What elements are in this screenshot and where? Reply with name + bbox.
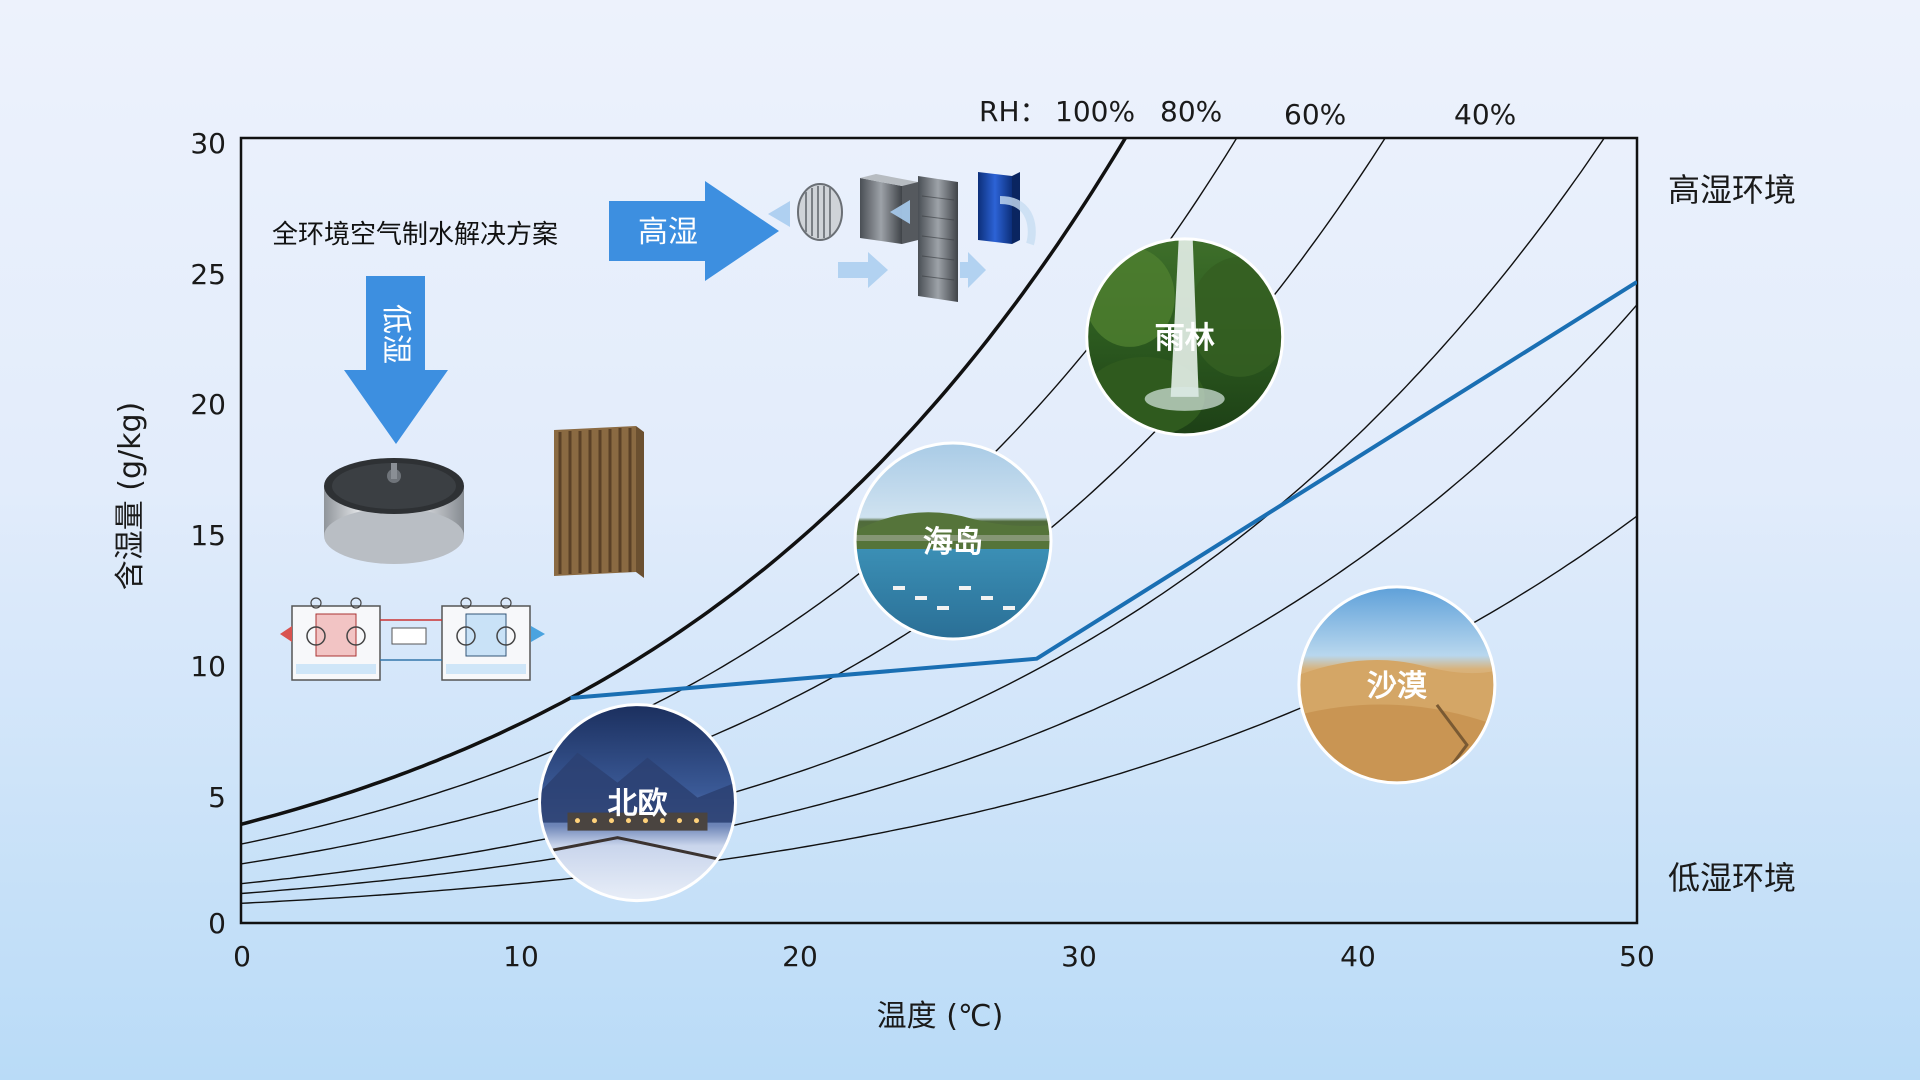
low-humidity-arrow: 低湿 [344, 276, 448, 444]
y-tick-label: 0 [208, 907, 226, 940]
high-humidity-arrow: 高湿 [609, 181, 779, 281]
y-tick-label: 10 [190, 650, 226, 683]
y-tick-label: 20 [190, 388, 226, 421]
adsorption-device-illustration [280, 426, 644, 681]
x-tick-label: 20 [782, 940, 818, 973]
env-label-rainforest: 雨林 [1155, 321, 1215, 356]
rh-label-100: 100% [1055, 95, 1135, 128]
y-tick-label: 25 [190, 258, 226, 291]
env-label-desert: 沙漠 [1367, 669, 1428, 704]
rh-label-40: 40% [1454, 98, 1516, 131]
rh-curve-40 [241, 138, 1606, 885]
env-circle-rainforest: 雨林 [1085, 237, 1285, 437]
low-humidity-label: 低湿环境 [1668, 859, 1796, 897]
high-humidity-label: 高湿环境 [1668, 171, 1796, 209]
env-label-island: 海岛 [923, 525, 983, 560]
y-tick-label: 30 [190, 127, 226, 160]
solution-title: 全环境空气制水解决方案 [272, 220, 558, 250]
rh-label-60: 60% [1284, 98, 1346, 131]
y-axis-title: 含湿量 (g/kg) [113, 402, 148, 591]
y-tick-label: 5 [208, 781, 226, 814]
rh-curve-100 [241, 138, 1128, 826]
x-tick-label: 0 [233, 940, 251, 973]
x-tick-label: 40 [1340, 940, 1376, 973]
high-humidity-arrow-label: 高湿 [638, 215, 698, 250]
x-tick-label: 50 [1619, 940, 1655, 973]
low-humidity-arrow-label: 低湿 [378, 304, 413, 364]
humidity-boundary-line [570, 280, 1637, 700]
rh-labels: RH： 100% 80% 60% 40% [979, 95, 1516, 131]
env-label-nordic: 北欧 [608, 787, 668, 822]
env-circle-nordic: 北欧 [538, 703, 737, 903]
plot-area [239, 136, 1639, 925]
y-axis: 0 5 10 15 20 25 30 含湿量 (g/kg) [113, 127, 226, 940]
y-tick-label: 15 [190, 519, 226, 552]
rh-curve-30 [241, 304, 1637, 895]
env-circle-desert: 沙漠 [1297, 585, 1497, 785]
condensation-device-illustration [768, 172, 1036, 302]
env-circle-island: 海岛 [853, 441, 1053, 641]
x-axis: 0 10 20 30 40 50 温度 (℃) [233, 940, 1655, 1034]
x-tick-label: 30 [1061, 940, 1097, 973]
rh-prefix-label: RH： [979, 95, 1048, 128]
x-tick-label: 10 [503, 940, 539, 973]
rh-label-80: 80% [1160, 95, 1222, 128]
x-axis-title: 温度 (℃) [877, 999, 1004, 1034]
